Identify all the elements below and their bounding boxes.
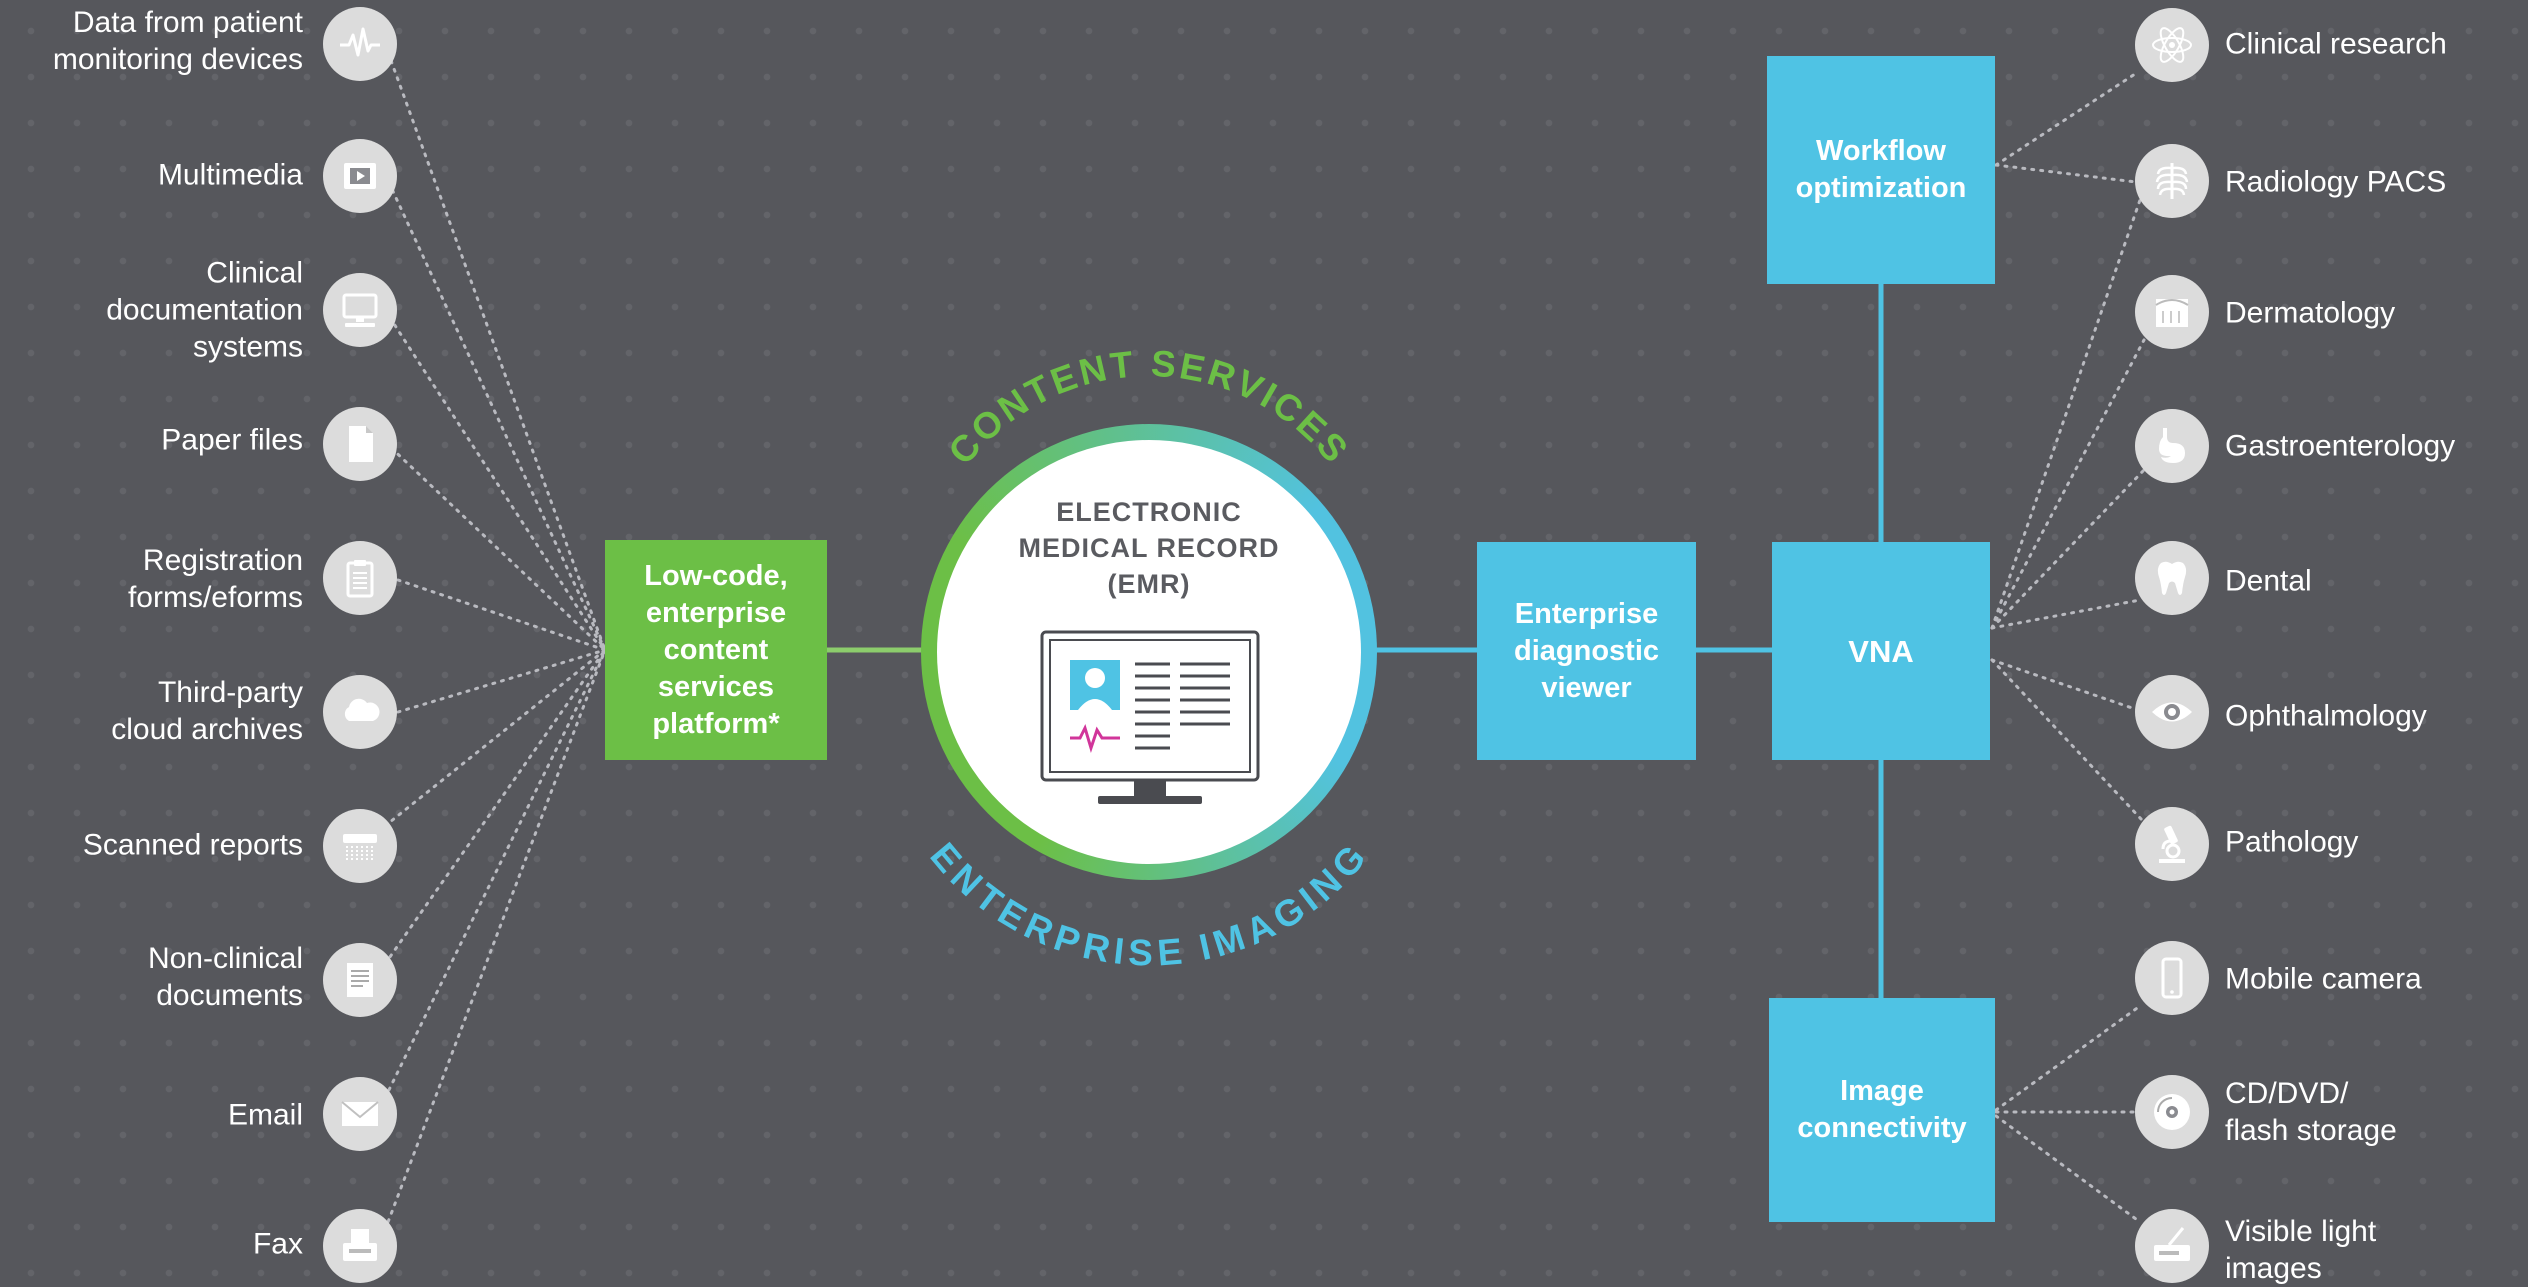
imaging-dotted-lines [1990, 70, 2146, 1224]
imaging-label-dental: Dental [2225, 564, 2312, 598]
source-label-paper-files: Paper files [161, 423, 303, 457]
heartbeat-icon [323, 7, 397, 81]
video-icon [323, 139, 397, 213]
source-label-non-clinical: Non-clinical documents [147, 942, 303, 1012]
source-label-clinical-documentation: Clinical documentation systems [106, 256, 303, 364]
ribcage-icon [2135, 144, 2209, 218]
imaging-label-visible-light: Visible light images [2225, 1215, 2377, 1285]
phone-icon [2135, 941, 2209, 1015]
imaging-label-dermatology: Dermatology [2225, 296, 2396, 330]
source-label-email: Email [227, 1098, 303, 1132]
scanner-icon [323, 809, 397, 883]
imaging-label-pathology: Pathology [2225, 825, 2359, 859]
source-label-cloud-archives: Third-party cloud archives [111, 676, 303, 746]
computer-icon [323, 273, 397, 347]
atom-icon [2135, 8, 2209, 82]
document-icon [323, 943, 397, 1017]
microscope-icon [2135, 807, 2209, 881]
skin-icon [2135, 275, 2209, 349]
paper-file-icon [323, 407, 397, 481]
source-label-registration: Registration forms/eforms [127, 544, 303, 614]
imaging-label-clinical-research: Clinical research [2225, 27, 2447, 61]
disc-icon [2135, 1075, 2209, 1149]
source-label-scanned-reports: Scanned reports [82, 828, 303, 862]
workflow-optimization-box: Workflow optimization [1767, 56, 1995, 284]
stomach-icon [2135, 409, 2209, 483]
source-label-fax: Fax [252, 1227, 303, 1261]
eye-icon [2135, 675, 2209, 749]
emr-monitor-icon [1040, 630, 1260, 804]
imaging-label-ophthalmology: Ophthalmology [2225, 699, 2427, 733]
envelope-icon [323, 1077, 397, 1151]
content-services-platform-box: Low-code, enterprise content services pl… [605, 540, 827, 760]
source-label-multimedia: Multimedia [157, 158, 303, 192]
imaging-label-gastroenterology: Gastroenterology [2225, 429, 2456, 463]
vna-box: VNA [1772, 542, 1990, 760]
clipboard-icon [323, 541, 397, 615]
emr-title: ELECTRONIC MEDICAL RECORD (EMR) [1018, 497, 1280, 599]
tooth-icon [2135, 541, 2209, 615]
imaging-label-cd-dvd-flash: CD/DVD/ flash storage [2225, 1077, 2397, 1147]
enterprise-diagnostic-viewer-box: Enterprise diagnostic viewer [1477, 542, 1696, 760]
cloud-icon [323, 675, 397, 749]
source-label-monitoring: Data from patient monitoring devices [52, 6, 303, 76]
image-connectivity-box: Image connectivity [1769, 998, 1995, 1222]
fax-icon [323, 1209, 397, 1283]
imaging-label-radiology-pacs: Radiology PACS [2225, 165, 2447, 199]
source-dotted-lines [383, 42, 607, 1232]
light-device-icon [2135, 1209, 2209, 1283]
imaging-label-mobile-camera: Mobile camera [2225, 962, 2422, 996]
